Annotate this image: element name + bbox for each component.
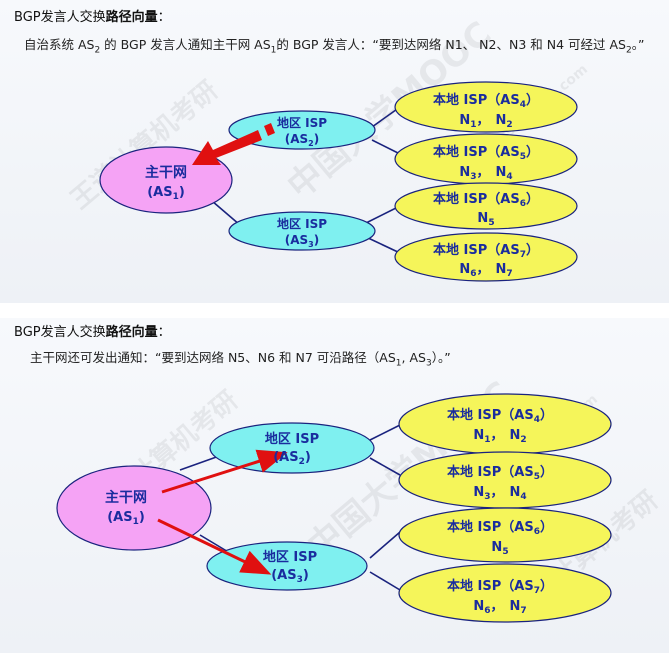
local-isp-as7-node-2 [398, 563, 612, 623]
local-isp-as4-node-1 [394, 81, 578, 133]
link-region2-local5 [371, 139, 401, 155]
link-region2-local4-2 [369, 424, 401, 441]
local5-nets-1: N3，N4 [459, 165, 512, 182]
local4-nets-2: N1，N2 [473, 428, 526, 445]
region-isp-as2-node-2 [209, 422, 375, 474]
section2-heading: BGP发言人交换路径向量： [14, 325, 171, 340]
local-isp-as7-node-1 [394, 232, 578, 282]
local4-label-1: 本地 ISP（AS4） [433, 92, 539, 110]
region3-as-label-2: (AS3) [271, 568, 309, 585]
local-isp-as6-node-2 [398, 507, 612, 563]
announcement-arrow-to-as2 [161, 449, 288, 494]
link-region2-local5-2 [369, 457, 401, 476]
announcement-arrow-1 [192, 123, 275, 165]
local7-nets-2: N6，N7 [473, 599, 526, 616]
backbone-as-label-2: (AS1) [107, 510, 145, 527]
local6-nets-1: N5 [477, 211, 494, 228]
section1-description: 自治系统 AS2 的 BGP 发言人通知主干网 AS1的 BGP 发言人：“要到… [24, 37, 645, 56]
region-isp-as3-node-1 [228, 211, 376, 251]
section2-description: 主干网还可发出通知：“要到达网络 N5、N6 和 N7 可沿路径（AS1, AS… [30, 350, 451, 369]
link-region3-local6 [365, 205, 401, 224]
backbone-node-2 [56, 465, 212, 551]
region2-as-label-1: (AS2) [285, 132, 319, 148]
link-backbone-region3-2 [199, 534, 231, 554]
local-isp-as4-node-2 [398, 393, 612, 455]
link-region3-local6-2 [369, 531, 401, 559]
region-isp-as2-node-1 [228, 110, 376, 150]
region3-label-2: 地区 ISP [263, 549, 317, 565]
link-region3-local7-2 [369, 571, 401, 591]
region2-as-label-2: (AS2) [273, 450, 311, 467]
region3-label-1: 地区 ISP [277, 216, 327, 231]
local5-label-2: 本地 ISP（AS5） [447, 464, 553, 482]
local7-label-2: 本地 ISP（AS7） [447, 578, 553, 596]
local-isp-as5-node-2 [398, 451, 612, 509]
backbone-label-2: 主干网 [105, 489, 147, 506]
local4-nets-1: N1，N2 [459, 113, 512, 130]
backbone-label-1: 主干网 [145, 164, 187, 181]
region2-label-1: 地区 ISP [277, 115, 327, 130]
local6-nets-2: N5 [491, 540, 508, 557]
local7-nets-1: N6，N7 [459, 262, 512, 279]
local6-label-2: 本地 ISP（AS6） [447, 519, 553, 537]
local-isp-as6-node-1 [394, 182, 578, 230]
link-region3-local7 [365, 236, 401, 254]
backbone-as-label-1: (AS1) [147, 185, 185, 202]
region3-as-label-1: (AS3) [285, 233, 319, 249]
region2-label-2: 地区 ISP [265, 431, 319, 447]
local7-label-1: 本地 ISP（AS7） [433, 242, 539, 260]
local5-label-1: 本地 ISP（AS5） [433, 144, 539, 162]
announcement-arrow-to-as3 [157, 518, 272, 575]
local5-nets-2: N3，N4 [473, 485, 526, 502]
section1-heading: BGP发言人交换路径向量： [14, 10, 171, 25]
local6-label-1: 本地 ISP（AS6） [433, 191, 539, 209]
local4-label-2: 本地 ISP（AS4） [447, 407, 553, 425]
